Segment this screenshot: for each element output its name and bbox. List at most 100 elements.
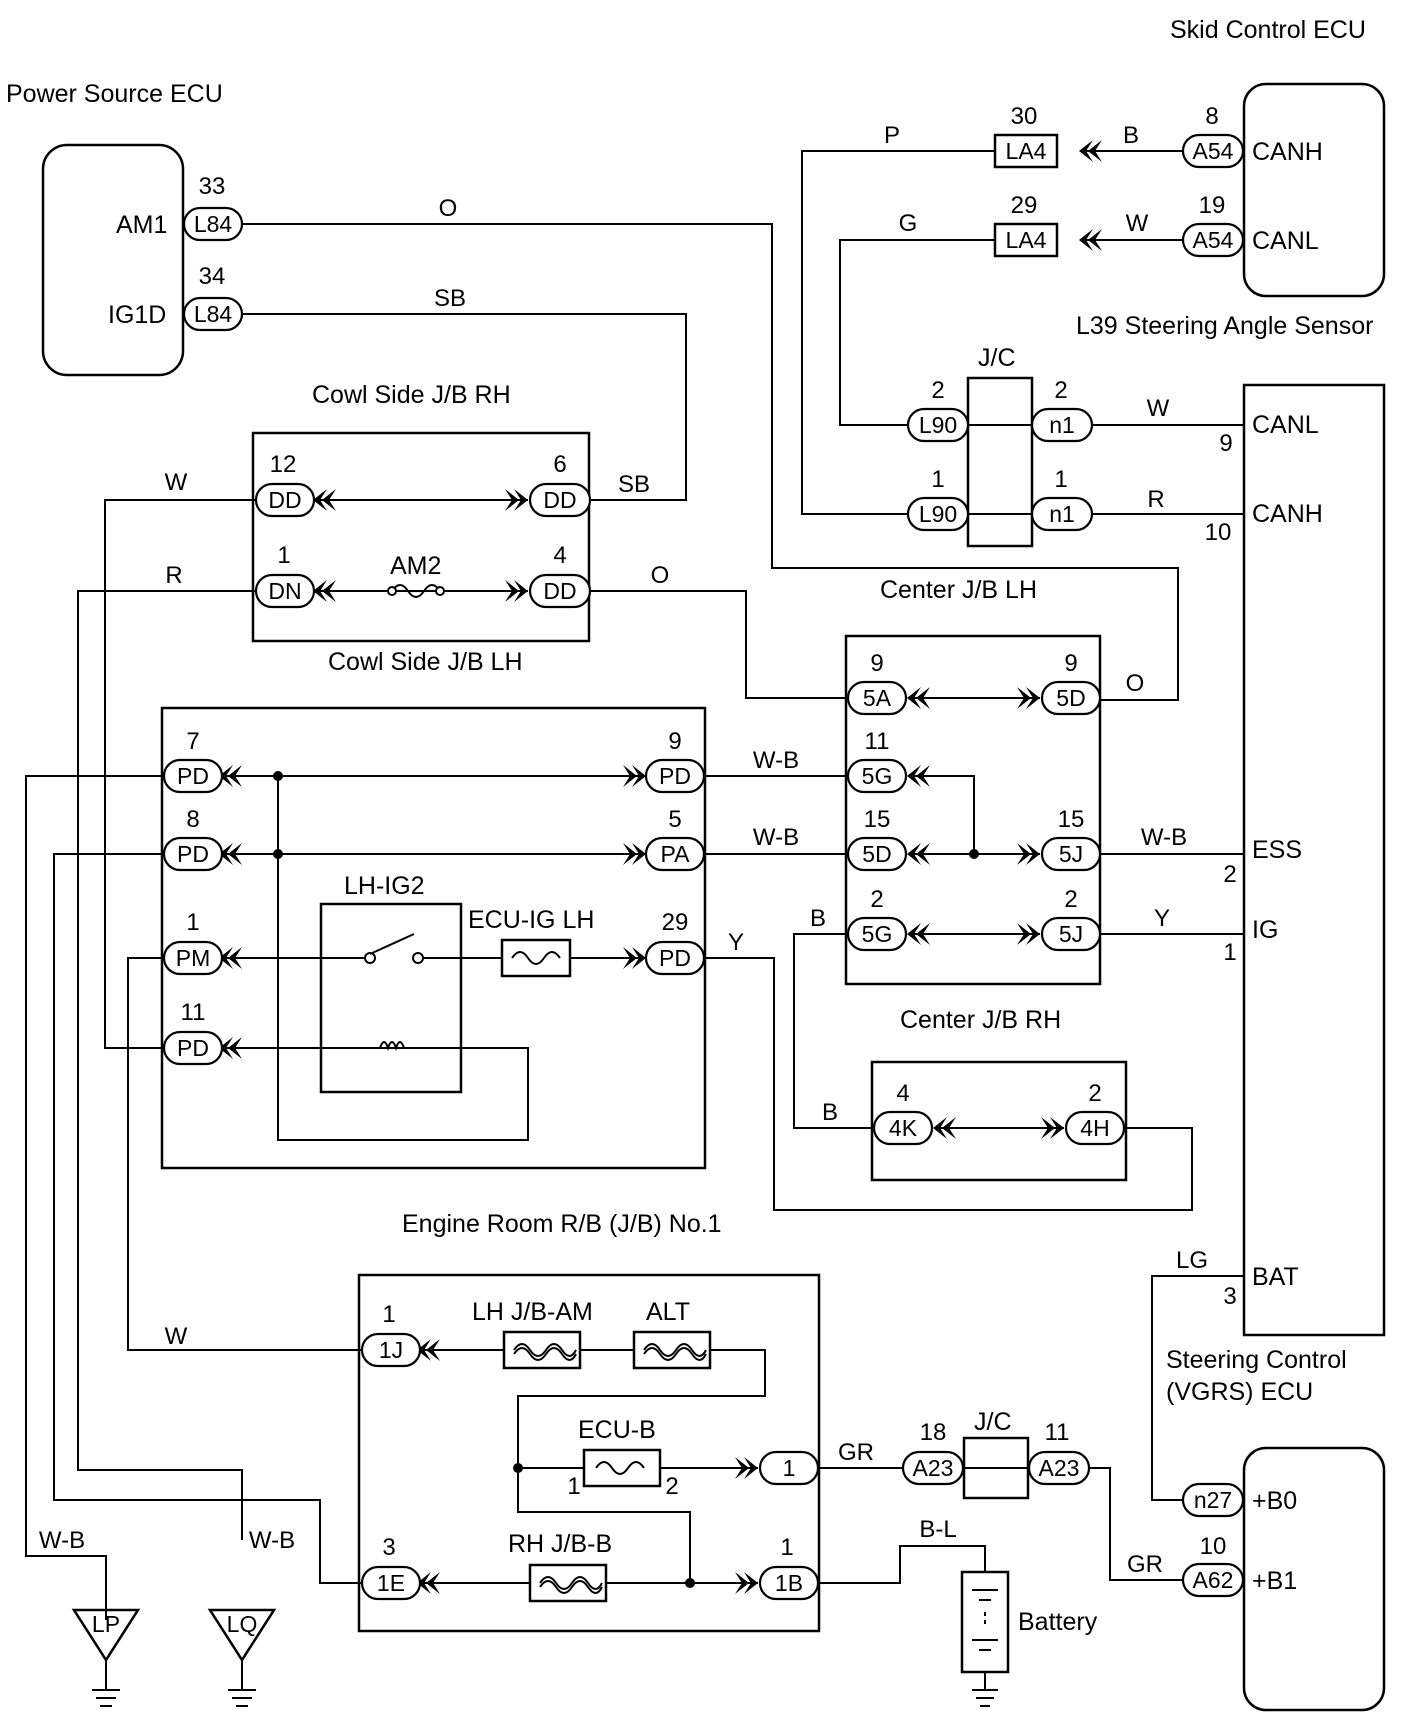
conn-4k: 4K bbox=[889, 1115, 918, 1141]
pin-vgrs-9: 9 bbox=[1219, 430, 1232, 457]
pin-l90-1: 1 bbox=[931, 466, 944, 493]
pin-30: 30 bbox=[1011, 103, 1038, 130]
wire-y-ig: Y bbox=[1154, 905, 1170, 932]
wire-sb-ig1d: SB bbox=[434, 285, 466, 312]
pin-pa-5: 5 bbox=[668, 806, 681, 833]
wire-b-canh: B bbox=[1123, 122, 1139, 149]
pin-33: 33 bbox=[199, 173, 226, 200]
wire-wb-pa5: W-B bbox=[753, 824, 799, 851]
wire-o-dd4: O bbox=[651, 562, 670, 589]
pin-1e-3: 3 bbox=[382, 1534, 395, 1561]
pin-dn-1: 1 bbox=[277, 542, 290, 569]
conn-1j: 1J bbox=[379, 1337, 403, 1363]
center-jb-box bbox=[844, 634, 1102, 986]
conn-5g-11: 5G bbox=[862, 763, 893, 789]
conn-a54-19: A54 bbox=[1193, 227, 1234, 253]
conn-l84-am1: L84 bbox=[194, 211, 233, 237]
ecu-b-fuse bbox=[582, 1448, 662, 1488]
pin-5j-15: 15 bbox=[1058, 806, 1085, 833]
wire-p: P bbox=[884, 122, 900, 149]
pin-19: 19 bbox=[1199, 192, 1226, 219]
skid-control-ecu-box bbox=[1242, 82, 1386, 298]
ground-lp-icon bbox=[71, 1608, 141, 1707]
wire-w-canl: W bbox=[1126, 210, 1149, 237]
bat-terminal: BAT bbox=[1252, 1263, 1299, 1291]
conn-a62: A62 bbox=[1193, 1567, 1234, 1593]
am2-fuse bbox=[387, 584, 445, 598]
pin-5d-15: 15 bbox=[864, 806, 891, 833]
conn-5j-2: 5J bbox=[1059, 921, 1083, 947]
jb-4k-4h-box bbox=[870, 1060, 1128, 1182]
skid-control-ecu-label: Skid Control ECU bbox=[1170, 16, 1366, 44]
wire-o-am1: O bbox=[439, 195, 458, 222]
pin-vgrs-2: 2 bbox=[1223, 861, 1236, 888]
cowl-side-jb-lh-label: Cowl Side J/B LH bbox=[328, 648, 523, 676]
am1-terminal: AM1 bbox=[116, 211, 167, 239]
center-jb-rh-label: Center J/B RH bbox=[900, 1006, 1061, 1034]
lh-jb-am-label: LH J/B-AM bbox=[472, 1298, 593, 1326]
wire-y-pd29: Y bbox=[728, 929, 744, 956]
pin-dd-4: 4 bbox=[553, 542, 566, 569]
conn-5j-15: 5J bbox=[1059, 841, 1083, 867]
pin-5g-2: 2 bbox=[870, 886, 883, 913]
wire-sb-dd: SB bbox=[618, 471, 650, 498]
ecu-ig-lh-label: ECU-IG LH bbox=[468, 906, 594, 934]
rh-jb-b-fuse bbox=[528, 1563, 608, 1603]
pin-pd-8: 8 bbox=[186, 806, 199, 833]
wire-r-dn: R bbox=[165, 562, 182, 589]
conn-5d-9: 5D bbox=[1056, 685, 1085, 711]
pin-5j-2: 2 bbox=[1064, 886, 1077, 913]
conn-5g-2: 5G bbox=[862, 921, 893, 947]
alt-fuse bbox=[632, 1330, 712, 1370]
conn-a54-8: A54 bbox=[1193, 138, 1234, 164]
jc-top-box bbox=[966, 376, 1034, 548]
cowl-side-jb-rh-label: Cowl Side J/B RH bbox=[312, 381, 511, 409]
steering-control-ecu-label-1: Steering Control bbox=[1166, 1346, 1347, 1374]
pin-vgrs-10: 10 bbox=[1205, 519, 1232, 546]
conn-pa-5: PA bbox=[661, 841, 691, 867]
wire-color-labels: O SB P B G W W R W SB R O O W-B W-B W-B … bbox=[39, 122, 1208, 1578]
wire-b-4k: B bbox=[822, 1099, 838, 1126]
wire-w-vgrs: W bbox=[1147, 395, 1170, 422]
ig-terminal: IG bbox=[1252, 916, 1278, 944]
engine-room-rb-label: Engine Room R/B (J/B) No.1 bbox=[402, 1210, 722, 1238]
conn-dd-6: DD bbox=[543, 487, 576, 513]
lh-ig2-relay-switch bbox=[364, 933, 424, 1052]
conn-l90-1: L90 bbox=[919, 501, 957, 527]
engine-room-rb-box bbox=[160, 706, 707, 1170]
wire-w-dd: W bbox=[165, 469, 188, 496]
pin-pm-1: 1 bbox=[186, 909, 199, 936]
conn-n27: n27 bbox=[1194, 1487, 1232, 1513]
conn-dd-12: DD bbox=[268, 487, 301, 513]
conn-l84-ig1d: L84 bbox=[194, 301, 233, 327]
pin-dd-6: 6 bbox=[553, 451, 566, 478]
conn-pd-8: PD bbox=[177, 841, 209, 867]
pin-5d-9: 9 bbox=[1064, 650, 1077, 677]
am2-label: AM2 bbox=[390, 552, 441, 580]
pin-ecub-2: 2 bbox=[665, 1473, 678, 1500]
wire-g: G bbox=[899, 210, 918, 237]
wire-w-1j: W bbox=[165, 1323, 188, 1350]
conn-dd-4: DD bbox=[543, 578, 576, 604]
pin-ecub-1: 1 bbox=[567, 1473, 580, 1500]
alt-label: ALT bbox=[646, 1298, 690, 1326]
jc-bottom-label: J/C bbox=[974, 1408, 1012, 1436]
wire-wb-pd9: W-B bbox=[753, 747, 799, 774]
pin-1j-1: 1 bbox=[382, 1301, 395, 1328]
pin-n1-2: 2 bbox=[1054, 377, 1067, 404]
wire-gr-1: GR bbox=[838, 1439, 874, 1466]
pin-numbers: 33 34 30 8 29 19 2 2 1 1 9 10 2 1 3 12 6… bbox=[181, 103, 1237, 1561]
connector-codes: L84 L84 LA4 LA4 A54 A54 L90 L90 n1 n1 DD… bbox=[92, 138, 1234, 1637]
jc-top-label: J/C bbox=[978, 344, 1016, 372]
wire-wb-lp: W-B bbox=[39, 1527, 85, 1554]
pin-a23-18: 18 bbox=[920, 1419, 947, 1446]
ecu-b-label: ECU-B bbox=[578, 1416, 656, 1444]
wire-wb-ess: W-B bbox=[1141, 824, 1187, 851]
pin-n27-10: 10 bbox=[1200, 1533, 1227, 1560]
canh-terminal-skid: CANH bbox=[1252, 138, 1323, 166]
conn-1e: 1E bbox=[377, 1570, 405, 1596]
junction-dots bbox=[273, 771, 979, 1588]
pin-4k-4: 4 bbox=[896, 1080, 909, 1107]
conn-pd-9: PD bbox=[659, 763, 691, 789]
